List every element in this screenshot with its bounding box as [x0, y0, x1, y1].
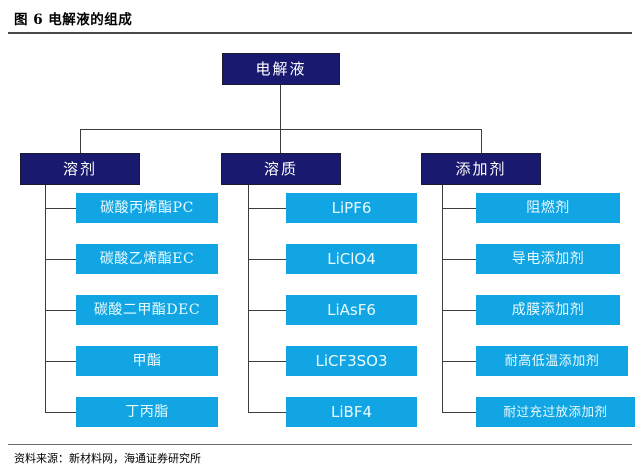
connector-stub-additive-4 [442, 361, 476, 362]
leaf-solute-1[interactable]: LiPF6 [286, 193, 417, 223]
connector-spine-solute [248, 185, 249, 412]
leaf-additive-5[interactable]: 耐过充过放添加剂 [476, 397, 635, 427]
connector-stub-solute-4 [248, 361, 286, 362]
leaf-additive-2[interactable]: 导电添加剂 [476, 244, 620, 274]
connector-stub-solvent-4 [45, 361, 76, 362]
node-branch-solute[interactable]: 溶质 [221, 153, 341, 185]
connector-root-stem [280, 85, 281, 130]
connector-stub-solute-2 [248, 259, 286, 260]
leaf-solute-5[interactable]: LiBF4 [286, 397, 417, 427]
connector-stub-solute-5 [248, 412, 286, 413]
header-divider [8, 32, 632, 34]
leaf-solute-4[interactable]: LiCF3SO3 [286, 346, 417, 376]
figure-header: 图 6 电解液的组成 [0, 0, 640, 34]
footer-divider [8, 444, 632, 445]
connector-stub-additive-3 [442, 310, 476, 311]
connector-drop-solute [280, 129, 281, 154]
connector-stub-additive-2 [442, 259, 476, 260]
connector-stub-additive-5 [442, 412, 476, 413]
leaf-solute-2[interactable]: LiClO4 [286, 244, 417, 274]
leaf-solute-3[interactable]: LiAsF6 [286, 295, 417, 325]
node-branch-additive[interactable]: 添加剂 [421, 153, 541, 185]
leaf-solvent-1[interactable]: 碳酸丙烯酯PC [76, 193, 218, 223]
connector-stub-additive-1 [442, 208, 476, 209]
node-branch-solvent[interactable]: 溶剂 [20, 153, 140, 185]
leaf-solvent-4[interactable]: 甲酯 [76, 346, 218, 376]
page-title: 图 6 电解液的组成 [14, 12, 133, 28]
connector-drop-additive [481, 129, 482, 154]
connector-spine-solvent [45, 185, 46, 412]
connector-stub-solvent-2 [45, 259, 76, 260]
connector-stub-solute-3 [248, 310, 286, 311]
connector-stub-solvent-1 [45, 208, 76, 209]
electrolyte-composition-tree: 电解液 溶剂 溶质 添加剂 碳酸丙烯酯PC 碳酸乙烯酯EC 碳酸二甲酯DEC 甲… [0, 33, 640, 443]
node-root-electrolyte[interactable]: 电解液 [222, 53, 340, 85]
leaf-additive-1[interactable]: 阻燃剂 [476, 193, 620, 223]
source-note: 资料来源：新材料网，海通证券研究所 [14, 452, 201, 465]
leaf-additive-4[interactable]: 耐高低温添加剂 [476, 346, 628, 376]
connector-stub-solvent-5 [45, 412, 76, 413]
connector-drop-solvent [80, 129, 81, 154]
connector-stub-solvent-3 [45, 310, 76, 311]
leaf-solvent-2[interactable]: 碳酸乙烯酯EC [76, 244, 218, 274]
leaf-solvent-5[interactable]: 丁丙脂 [76, 397, 218, 427]
connector-spine-additive [442, 185, 443, 412]
leaf-additive-3[interactable]: 成膜添加剂 [476, 295, 620, 325]
leaf-solvent-3[interactable]: 碳酸二甲酯DEC [76, 295, 218, 325]
connector-stub-solute-1 [248, 208, 286, 209]
